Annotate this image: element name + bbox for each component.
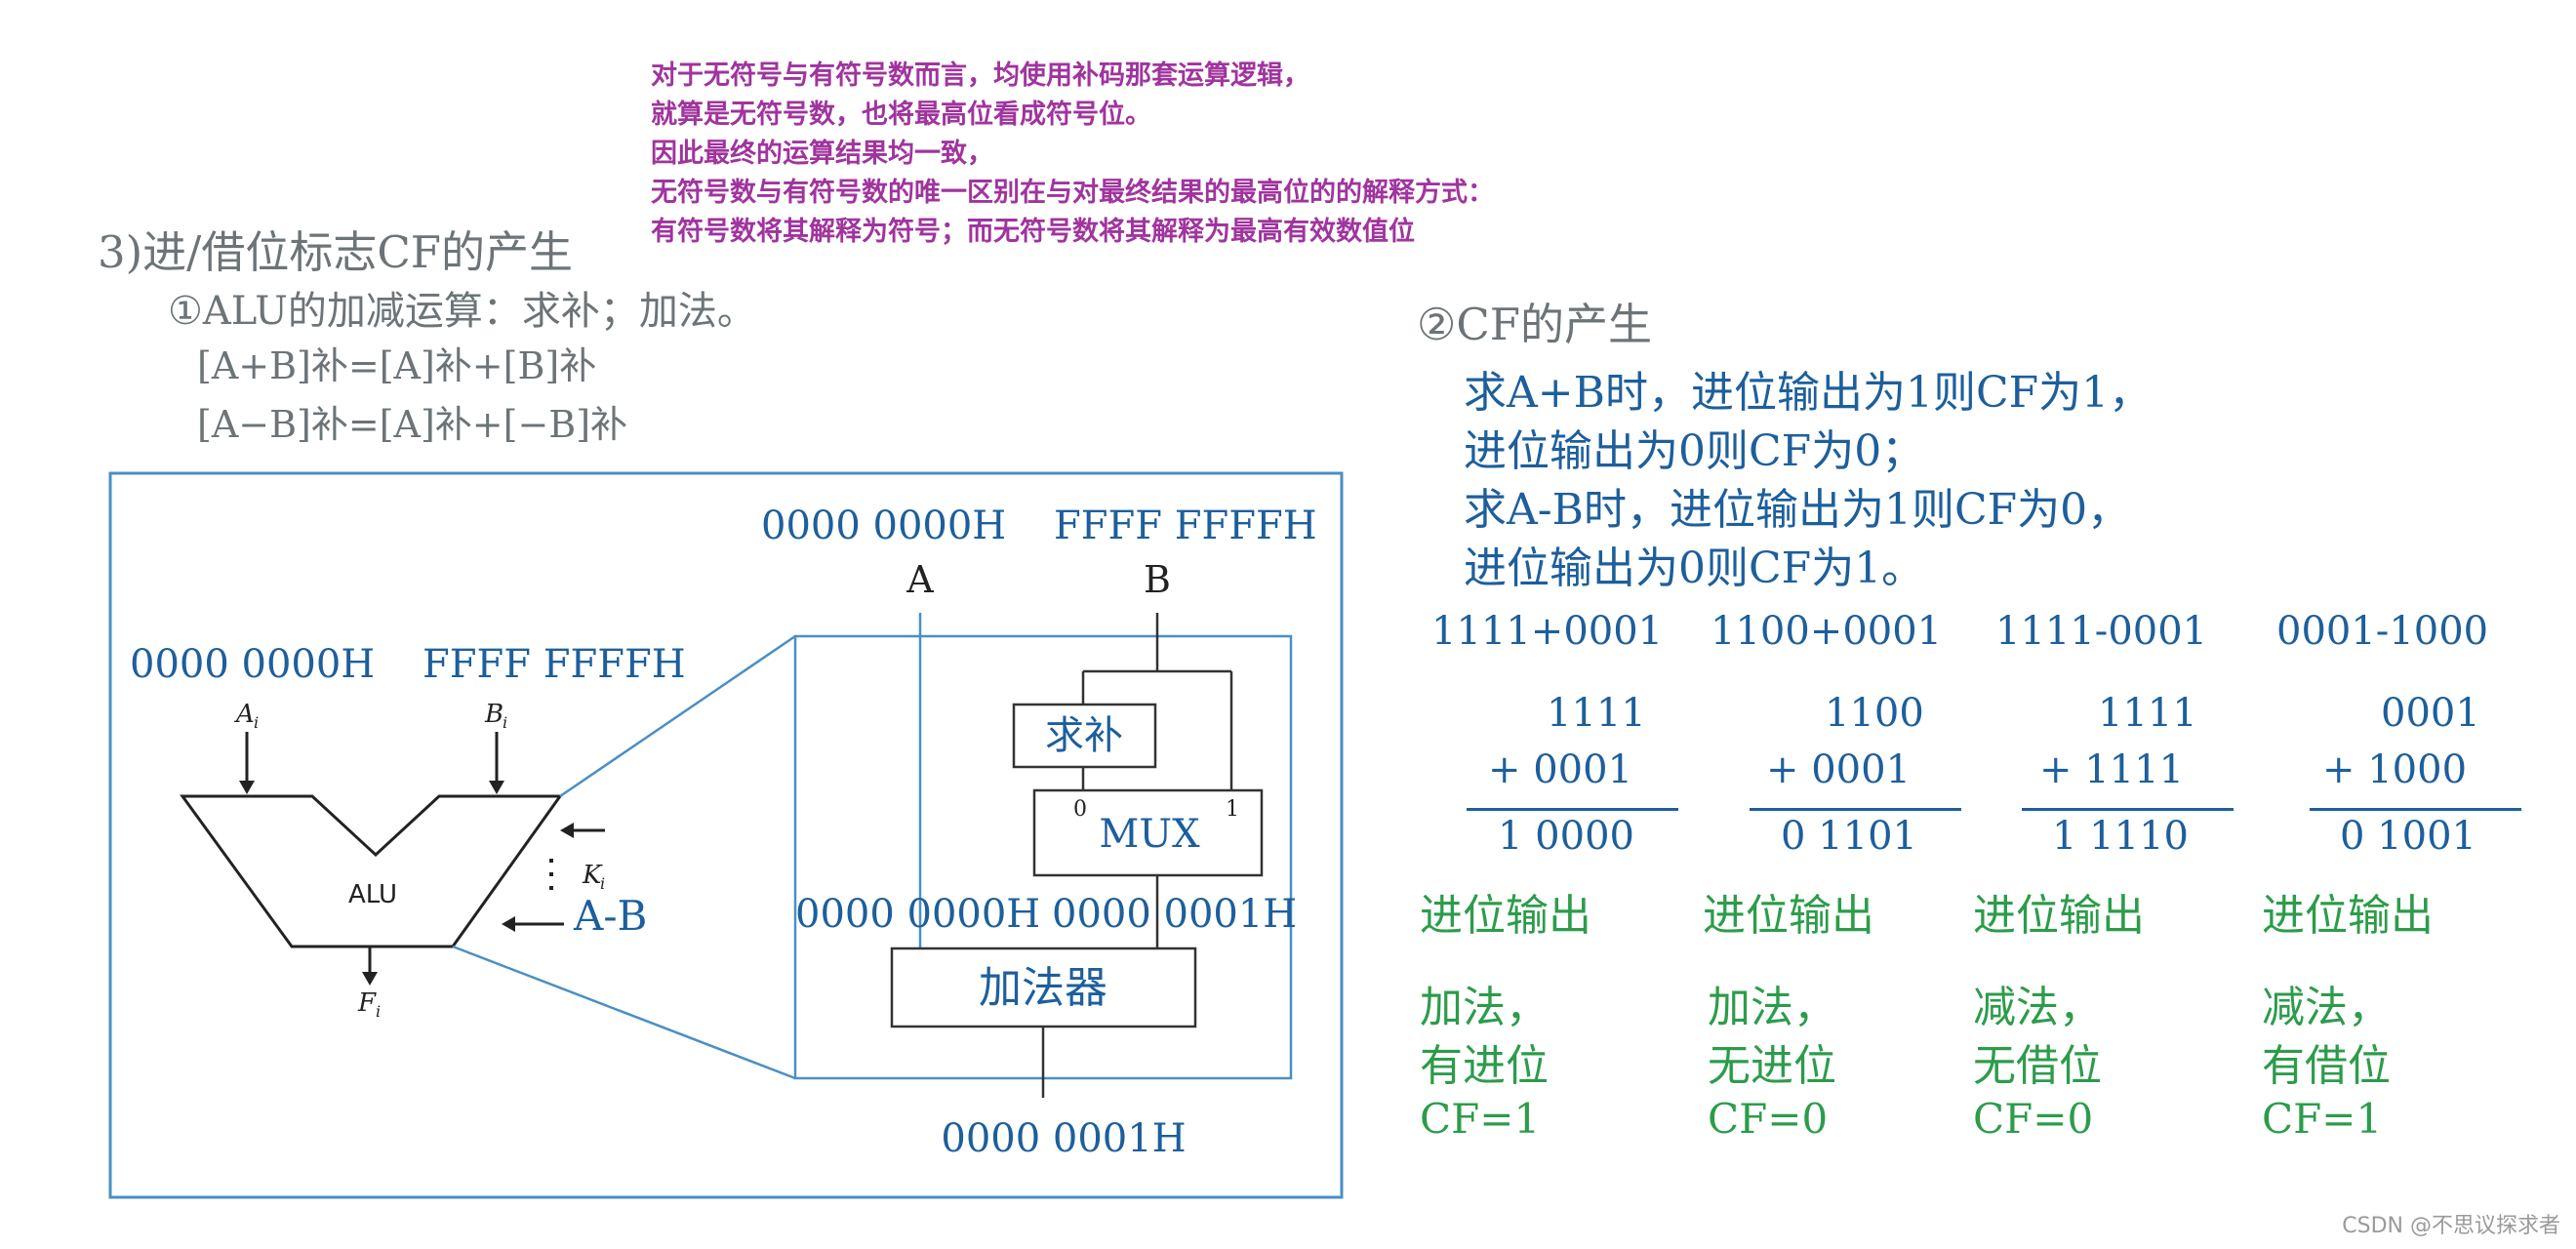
alu-op-label: A-B <box>573 892 647 940</box>
example-bottom-operand: + 1000 <box>2322 747 2468 792</box>
example-borrow: 无进位 <box>1708 1041 1836 1091</box>
cf-rule-line-2: 进位输出为0则CF为0； <box>1464 426 1925 476</box>
cf-rule-line-4: 进位输出为0则CF为1。 <box>1464 544 1925 593</box>
adder-label: 加法器 <box>979 963 1107 1013</box>
example-top-operand: 1111 <box>2098 691 2197 736</box>
cf-rule-line-3: 求A-B时，进位输出为1则CF为0， <box>1464 485 2131 535</box>
detail-a-value: 0000 0000H <box>761 504 1006 548</box>
mux-label: MUX <box>1099 812 1200 857</box>
example-cf: CF=0 <box>1973 1095 2094 1143</box>
example-op: 加法， <box>1708 983 1836 1032</box>
example-carry-label: 进位输出 <box>2262 891 2434 941</box>
alu-b-label: B <box>484 700 503 729</box>
alu-a-sub: i <box>254 713 259 732</box>
example-bottom-operand: + 0001 <box>1488 747 1633 792</box>
example-op: 减法， <box>1973 983 2102 1032</box>
detail-b-label: B <box>1144 558 1171 601</box>
alu-k-sub: i <box>600 874 605 893</box>
annotation-note: 对于无符号与有符号数而言，均使用补码那套运算逻辑， 就算是无符号数，也将最高位看… <box>651 57 1494 252</box>
example-result: 0 1101 <box>1781 814 1917 859</box>
complement-label: 求补 <box>1045 713 1123 758</box>
example-expr: 0001-1000 <box>2276 609 2489 654</box>
note-line-4: 无符号数与有符号数的唯一区别在与对最终结果的最高位的的解释方式： <box>651 178 1494 208</box>
mux-in0-label: 0 <box>1073 797 1087 822</box>
detail-a-label: A <box>906 558 934 601</box>
example-borrow: 有借位 <box>2262 1041 2391 1091</box>
example-expr: 1111+0001 <box>1431 609 1664 654</box>
mux-in1-label: 1 <box>1226 797 1239 822</box>
complement-box <box>1012 703 1157 769</box>
zoom-line-bottom <box>452 945 796 1080</box>
diagram-frame <box>108 471 1344 1199</box>
section-title: 3)进/借位标志CF的产生 <box>98 226 574 278</box>
example-cf: CF=0 <box>1708 1095 1829 1143</box>
alu-a-arrowhead <box>239 781 255 794</box>
alu-body <box>180 794 563 948</box>
example-expr: 1111-0001 <box>1995 609 2208 654</box>
example-borrow: 无借位 <box>1973 1041 2102 1091</box>
example-top-operand: 0001 <box>2381 691 2480 736</box>
alu-input-a-value: 0000 0000H <box>130 642 375 687</box>
example-result: 1 0000 <box>1498 814 1634 859</box>
alu-label: ALU <box>348 880 397 909</box>
note-line-3: 因此最终的运算结果均一致， <box>651 139 993 169</box>
example-carry-label: 进位输出 <box>1420 891 1591 941</box>
example-bottom-operand: + 0001 <box>1766 747 1912 792</box>
alu-k-label: K <box>582 861 603 890</box>
alu-a-label: A <box>234 700 255 729</box>
example-cf: CF=1 <box>1420 1095 1541 1143</box>
watermark: CSDN @不思议探求者 <box>2342 1214 2560 1238</box>
example-expr: 1100+0001 <box>1711 609 1943 654</box>
mux-box <box>1032 788 1264 877</box>
alu-subtitle: ①ALU的加减运算：求补；加法。 <box>168 289 756 334</box>
example-op: 减法， <box>2262 983 2391 1032</box>
formula-sub: [A−B]补=[A]补+[−B]补 <box>197 403 628 446</box>
alu-f-label: F <box>357 988 377 1018</box>
adder-output-value: 0000 0001H <box>941 1116 1186 1161</box>
adder-in-b-value: 0000 0001H <box>1052 892 1297 937</box>
zoom-line-top <box>559 634 796 798</box>
alu-f-arrowhead <box>362 972 378 986</box>
example-bottom-operand: + 1111 <box>2039 747 2185 792</box>
alu-b-arrowhead <box>489 781 504 794</box>
alu-input-b-value: FFFF FFFFH <box>423 642 686 687</box>
example-sum-line <box>1467 808 1678 811</box>
example-sum-line <box>2022 808 2234 811</box>
cf-title: ②CF的产生 <box>1417 299 1652 350</box>
alu-f-sub: i <box>376 1002 381 1021</box>
example-carry-label: 进位输出 <box>1973 891 2145 941</box>
alu-ctrl-arrowhead-top <box>560 823 574 838</box>
example-sum-line <box>1750 808 1961 811</box>
example-result: 0 1001 <box>2340 814 2476 859</box>
example-sum-line <box>2310 808 2521 811</box>
detail-b-value: FFFF FFFFH <box>1054 504 1317 548</box>
example-op: 加法， <box>1420 983 1549 1032</box>
note-line-5: 有符号数将其解释为符号；而无符号数将其解释为最高有效数值位 <box>651 217 1415 247</box>
note-line-1: 对于无符号与有符号数而言，均使用补码那套运算逻辑， <box>651 60 1309 91</box>
formula-add: [A+B]补=[A]补+[B]补 <box>197 344 597 387</box>
alu-ctrl-arrowhead-bottom <box>502 916 515 932</box>
example-carry-label: 进位输出 <box>1703 891 1874 941</box>
example-cf: CF=1 <box>2262 1095 2383 1143</box>
example-top-operand: 1100 <box>1825 691 1924 736</box>
cf-rule-line-1: 求A+B时，进位输出为1则CF为1， <box>1464 368 2153 418</box>
note-line-2: 就算是无符号数，也将最高位看成符号位。 <box>651 100 1151 130</box>
example-result: 1 1110 <box>2052 814 2189 859</box>
alu-b-sub: i <box>503 713 507 732</box>
example-top-operand: 1111 <box>1547 691 1646 736</box>
example-borrow: 有进位 <box>1420 1041 1549 1091</box>
adder-box <box>890 947 1197 1028</box>
adder-in-a-value: 0000 0000H <box>795 892 1040 937</box>
